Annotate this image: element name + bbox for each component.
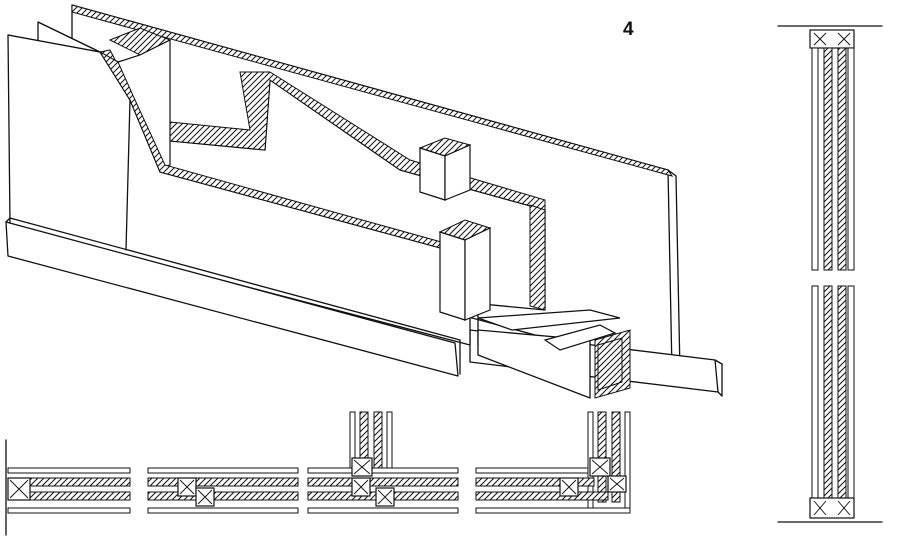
section-skin-right-upper — [847, 47, 855, 271]
section-insulation-left-upper — [823, 47, 833, 271]
back-panel-insulation — [71, 4, 674, 177]
stud-block-upper-right — [444, 144, 471, 201]
bottom-plate — [809, 497, 855, 519]
section-skin-left-upper — [811, 47, 819, 271]
wall-end-insulation — [529, 204, 546, 311]
section-skin-left-lower — [811, 285, 819, 499]
front-panel-joint — [125, 99, 131, 251]
section-insulation-right-lower — [837, 285, 847, 499]
isometric-wall-view — [5, 4, 723, 399]
vertical-section-view — [777, 25, 883, 523]
section-insulation-right-upper — [837, 47, 847, 271]
plan-section-4-corner — [475, 411, 631, 514]
bottom-plate-top — [477, 309, 621, 331]
stud-block-upper-left — [419, 147, 446, 201]
plan-section-3-t-junction — [307, 411, 459, 514]
figure-number: 4 — [623, 19, 634, 40]
plan-section-1 — [5, 439, 131, 536]
section-insulation-left-lower — [823, 285, 833, 499]
stud-block-lower-left — [439, 231, 466, 321]
bottom-plate-section-b — [597, 337, 623, 391]
stud-block-lower-right — [464, 227, 491, 321]
bottom-plate-b-top — [543, 324, 617, 351]
front-base-plank — [5, 221, 459, 377]
top-plate — [809, 29, 855, 49]
plan-section-2 — [147, 467, 299, 514]
section-skin-right-lower — [847, 285, 855, 499]
